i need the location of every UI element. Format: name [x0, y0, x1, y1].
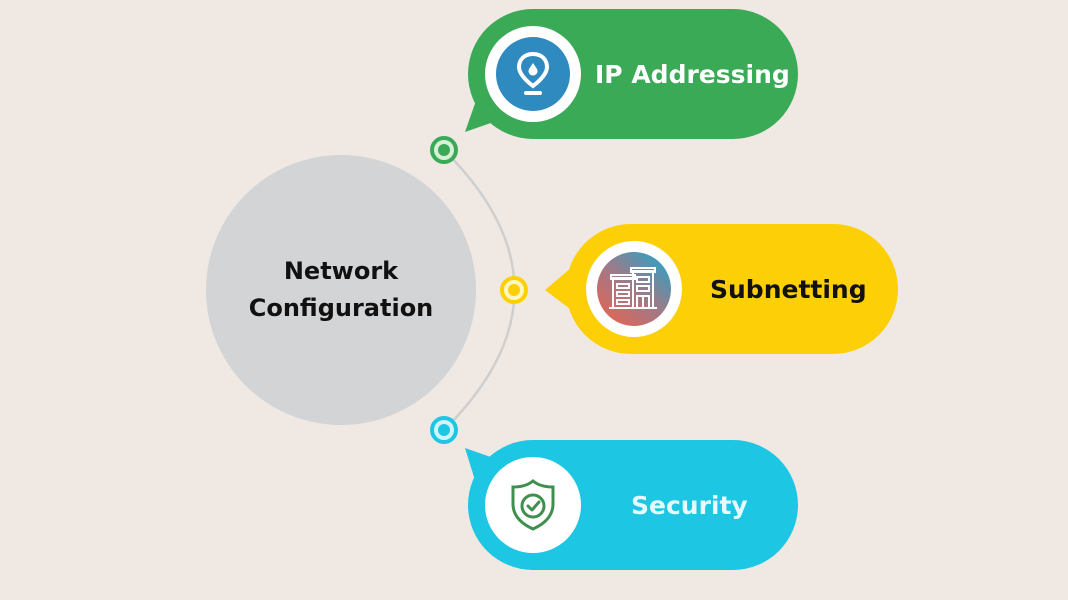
subnet-icon-badge — [586, 241, 682, 337]
node-subnetting — [500, 276, 528, 304]
ip-addressing-label: IP Addressing — [595, 59, 790, 89]
security-icon-badge — [485, 457, 581, 553]
shield-check-icon — [511, 479, 555, 531]
card-security: Security — [468, 440, 798, 570]
subnetting-label: Subnetting — [710, 274, 867, 304]
node-security — [430, 416, 458, 444]
security-label: Security — [631, 490, 748, 520]
card-ip-addressing: IP Addressing — [468, 9, 798, 139]
node-ip-addressing — [430, 136, 458, 164]
card-subnetting: Subnetting — [566, 224, 898, 354]
center-title-line1: Network — [283, 257, 399, 285]
building-icon — [609, 267, 657, 309]
center-title-line2: Configuration — [248, 294, 434, 322]
center-topic: Network Configuration — [206, 155, 476, 425]
map-pin-icon — [516, 51, 550, 95]
ip-icon-badge — [485, 26, 581, 122]
